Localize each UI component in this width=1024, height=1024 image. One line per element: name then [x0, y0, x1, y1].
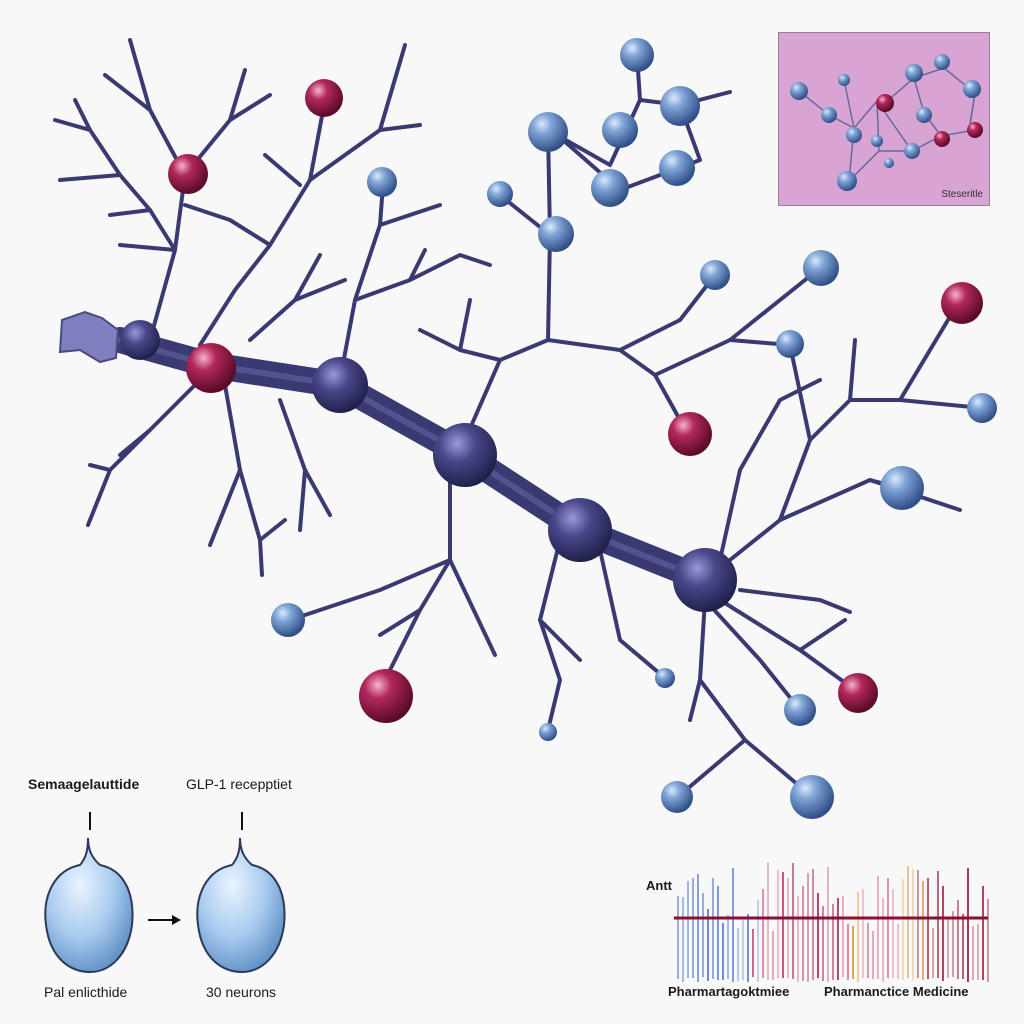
blue-node: [487, 181, 513, 207]
red-node: [186, 343, 236, 393]
blue-node-group: [271, 38, 997, 819]
receptor-label: GLP‑1 recepptiet: [186, 776, 292, 792]
blue-node: [620, 38, 654, 72]
blue-node: [660, 86, 700, 126]
red-node: [668, 412, 712, 456]
red-node: [168, 154, 208, 194]
red-node-group: [168, 79, 983, 723]
blue-node: [659, 150, 695, 186]
blue-node: [880, 466, 924, 510]
inset-tag: Steseritle: [941, 189, 983, 200]
blue-node: [538, 216, 574, 252]
red-node: [838, 673, 878, 713]
spectrum-caption-right: Pharmanctice Medicine: [824, 984, 969, 999]
soma: [120, 320, 160, 360]
soma: [548, 498, 612, 562]
soma: [673, 548, 737, 612]
spectrum-tag: Antt: [646, 878, 672, 893]
drug-label: Semaagelauttide: [28, 776, 140, 792]
droplet-cell-icon: [44, 837, 134, 974]
inset-molecule: [790, 54, 983, 191]
blue-node: [539, 723, 557, 741]
blue-node: [661, 781, 693, 813]
blue-node: [591, 169, 629, 207]
blue-node: [367, 167, 397, 197]
blue-node: [967, 393, 997, 423]
right-arrow-icon: [148, 915, 181, 925]
cell-diagram: [44, 812, 286, 974]
axon-terminal: [58, 310, 120, 364]
soma: [433, 423, 497, 487]
left-cell-caption: Pal enlicthide: [44, 984, 128, 1000]
blue-node: [528, 112, 568, 152]
soma: [312, 357, 368, 413]
spectrum-caption-left: Pharmartagoktmiee: [668, 984, 790, 999]
blue-node: [776, 330, 804, 358]
right-cell-caption: 30 neurons: [206, 984, 277, 1000]
dendrite-branches: [53, 38, 984, 797]
blue-node: [655, 668, 675, 688]
spectrum-plot: [674, 862, 989, 982]
blue-node: [803, 250, 839, 286]
inset-molecule-panel: Steseritle: [778, 32, 990, 206]
blue-node: [271, 603, 305, 637]
red-node: [305, 79, 343, 117]
droplet-cell-icon: [196, 837, 286, 974]
blue-node: [700, 260, 730, 290]
blue-node: [790, 775, 834, 819]
red-node: [359, 669, 413, 723]
soma-group: [120, 320, 737, 612]
red-node: [941, 282, 983, 324]
blue-node: [602, 112, 638, 148]
blue-node: [784, 694, 816, 726]
